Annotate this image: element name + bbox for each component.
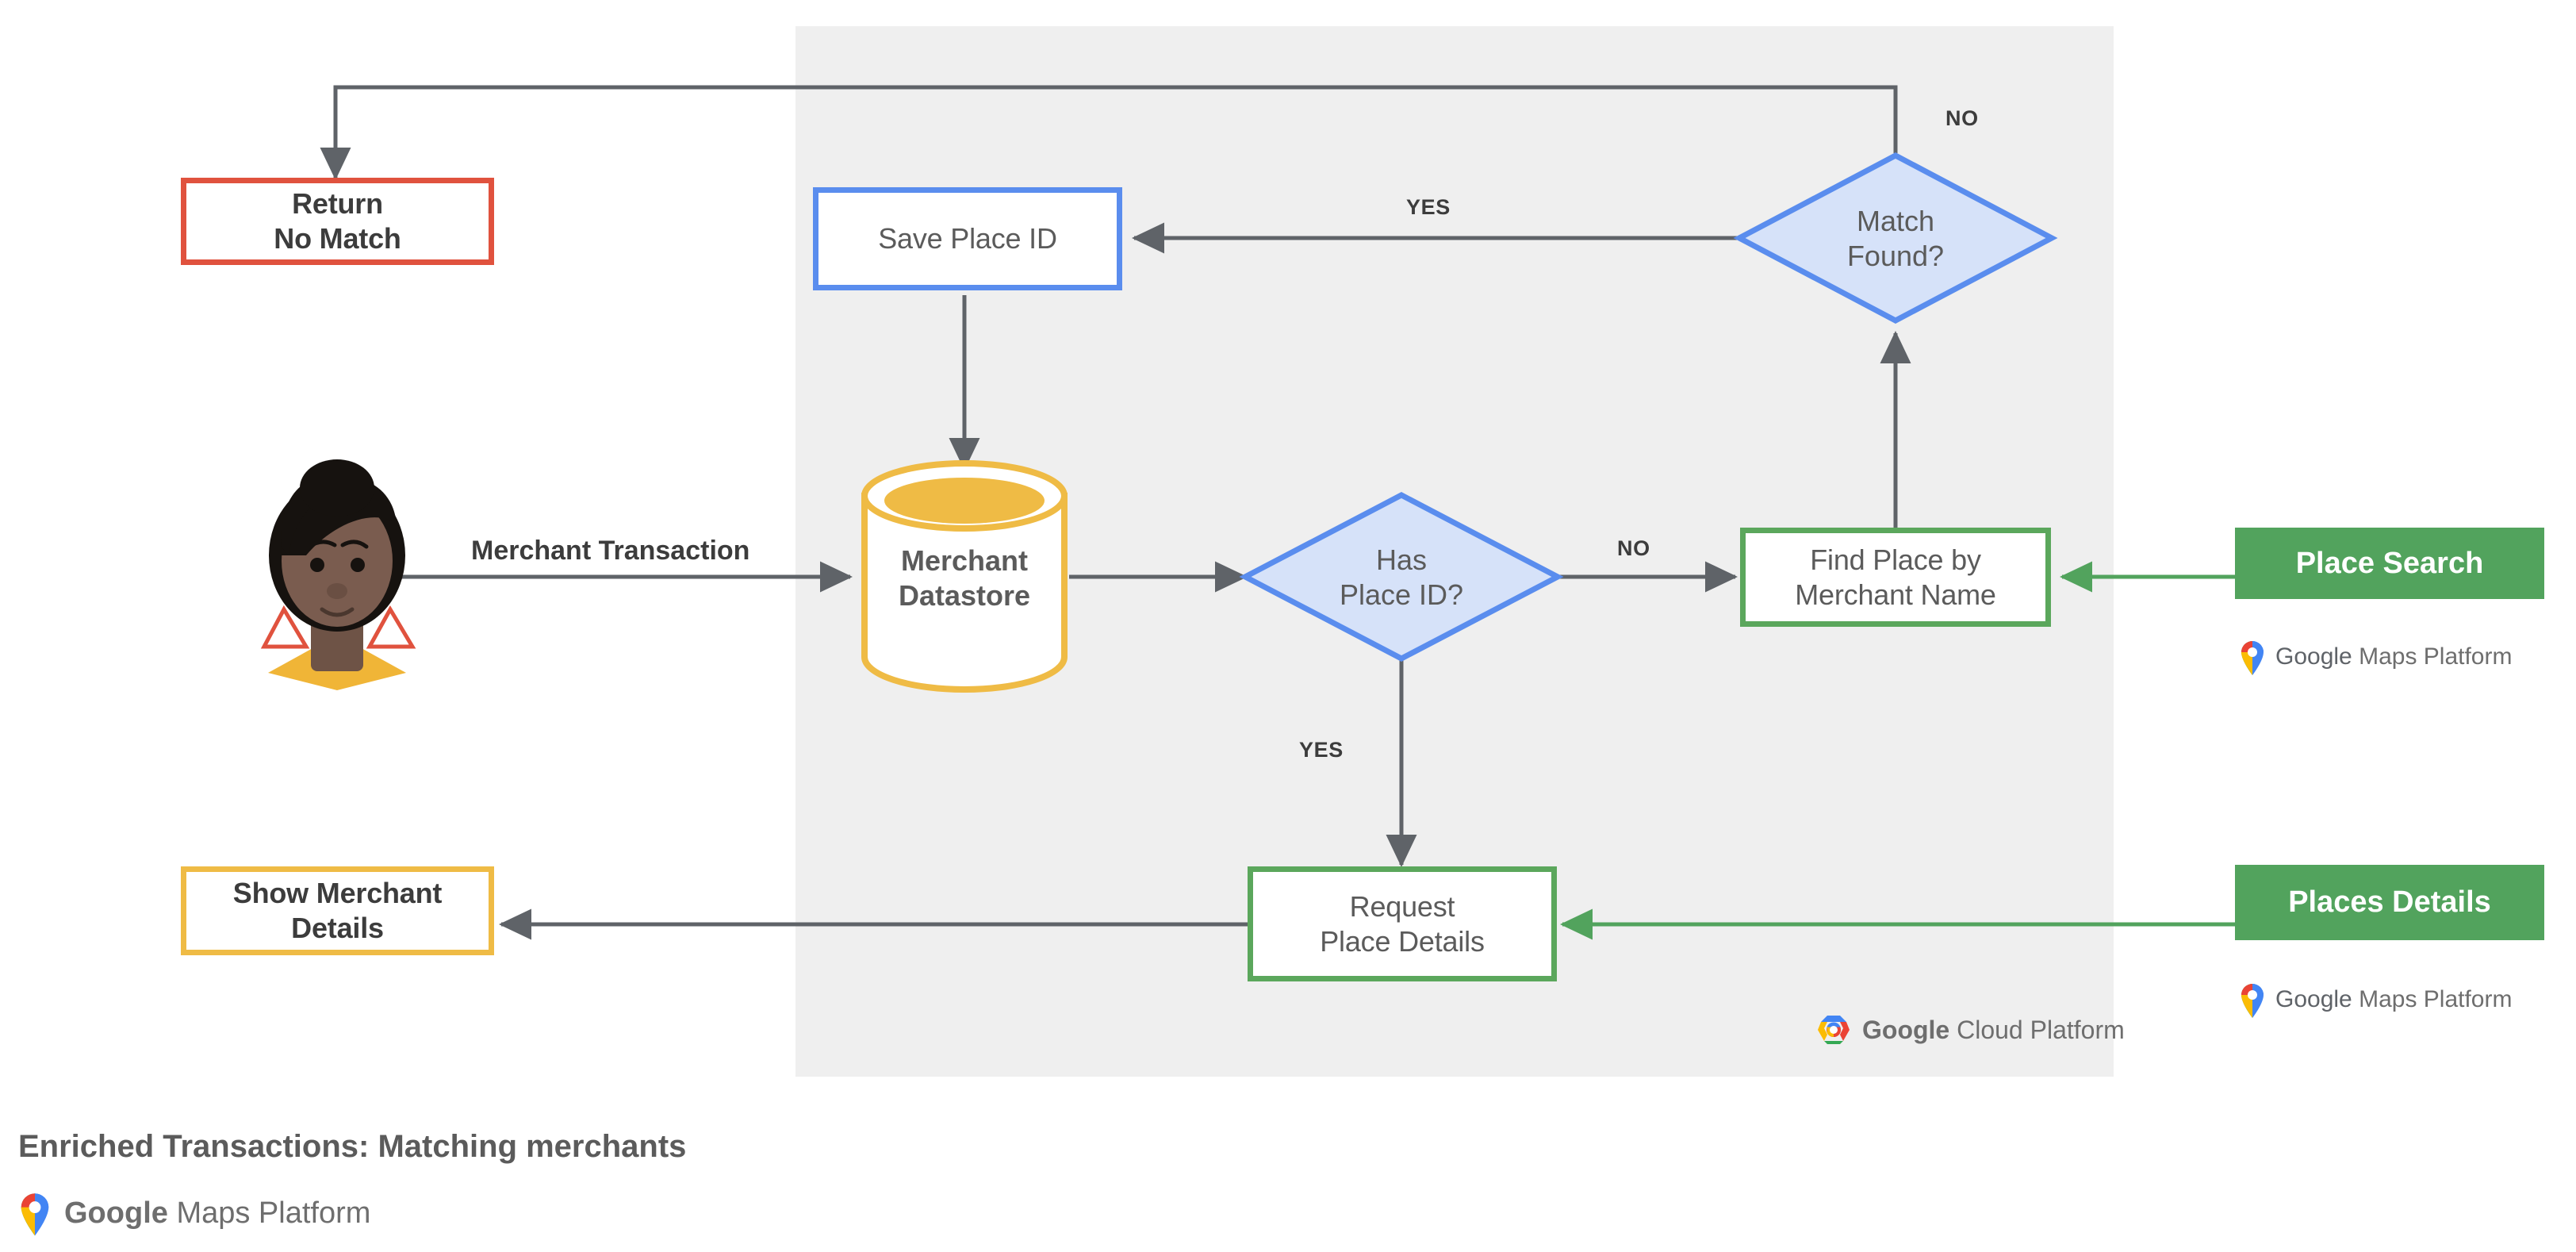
find-place-line2: Merchant Name (1795, 578, 1996, 611)
edge-label-match-found-no: NO (1945, 106, 1979, 130)
node-place-search[interactable]: Place Search (2235, 528, 2544, 599)
footer-maps-platform-lockup: Google Maps Platform (18, 1190, 370, 1236)
return-no-match-line1: Return (292, 187, 383, 221)
google-maps-pin-icon (2241, 641, 2264, 675)
edge-match-found-no (320, 85, 1898, 181)
footer-suffix-word: Maps Platform (167, 1196, 371, 1230)
page-caption: Enriched Transactions: Matching merchant… (18, 1129, 687, 1164)
decision-has-place-id[interactable] (1239, 492, 1564, 662)
save-place-id-label: Save Place ID (878, 222, 1057, 255)
gmp-google-word: Google (2275, 643, 2352, 670)
edge-label-has-place-id-no: NO (1617, 536, 1650, 560)
node-find-place-by-merchant-name[interactable]: Find Place by Merchant Name (1740, 528, 2051, 627)
gmp-suffix-word: Maps Platform (2352, 643, 2513, 670)
show-merchant-details-line2: Details (291, 912, 384, 944)
show-merchant-details-line1: Show Merchant (232, 877, 443, 910)
place-search-label: Place Search (2295, 546, 2484, 580)
google-cloud-platform-lockup: Google Cloud Platform (1816, 1014, 2125, 1046)
request-place-details-line2: Place Details (1320, 924, 1485, 958)
person-avatar-icon (260, 459, 416, 690)
node-show-merchant-details[interactable]: Show Merchant Details (181, 866, 494, 955)
gmp-google-word: Google (2275, 986, 2352, 1012)
database-cylinder-icon (861, 460, 1068, 693)
place-search-maps-platform-text: Google Maps Platform (2275, 643, 2512, 670)
google-maps-pin-icon (2241, 984, 2264, 1018)
places-details-maps-platform-text: Google Maps Platform (2275, 986, 2512, 1013)
google-cloud-hexagon-icon (1818, 1016, 1850, 1044)
places-details-maps-platform-lockup: Google Maps Platform (2239, 981, 2512, 1018)
edge-label-match-found-yes: YES (1406, 195, 1451, 219)
gmp-suffix-word: Maps Platform (2352, 986, 2513, 1012)
request-place-details-line1: Request (1349, 889, 1455, 923)
find-place-line1: Find Place by (1810, 543, 1981, 576)
place-search-maps-platform-lockup: Google Maps Platform (2239, 639, 2512, 675)
gcp-google-word: Google (1862, 1015, 1950, 1044)
places-details-label: Places Details (2288, 885, 2491, 920)
node-save-place-id[interactable]: Save Place ID (813, 187, 1122, 290)
node-request-place-details[interactable]: Request Place Details (1248, 866, 1557, 981)
gcp-suffix-word: Cloud Platform (1949, 1015, 2125, 1044)
footer-maps-platform-text: Google Maps Platform (64, 1196, 370, 1231)
decision-match-found[interactable] (1733, 152, 2058, 324)
edge-label-has-place-id-yes: YES (1299, 738, 1344, 762)
return-no-match-line2: No Match (274, 222, 401, 255)
google-maps-pin-icon (21, 1193, 49, 1236)
node-return-no-match[interactable]: Return No Match (181, 178, 494, 265)
google-cloud-platform-text: Google Cloud Platform (1862, 1016, 2125, 1045)
node-places-details[interactable]: Places Details (2235, 865, 2544, 940)
edge-label-merchant-transaction: Merchant Transaction (471, 536, 750, 566)
footer-google-word: Google (64, 1196, 168, 1230)
